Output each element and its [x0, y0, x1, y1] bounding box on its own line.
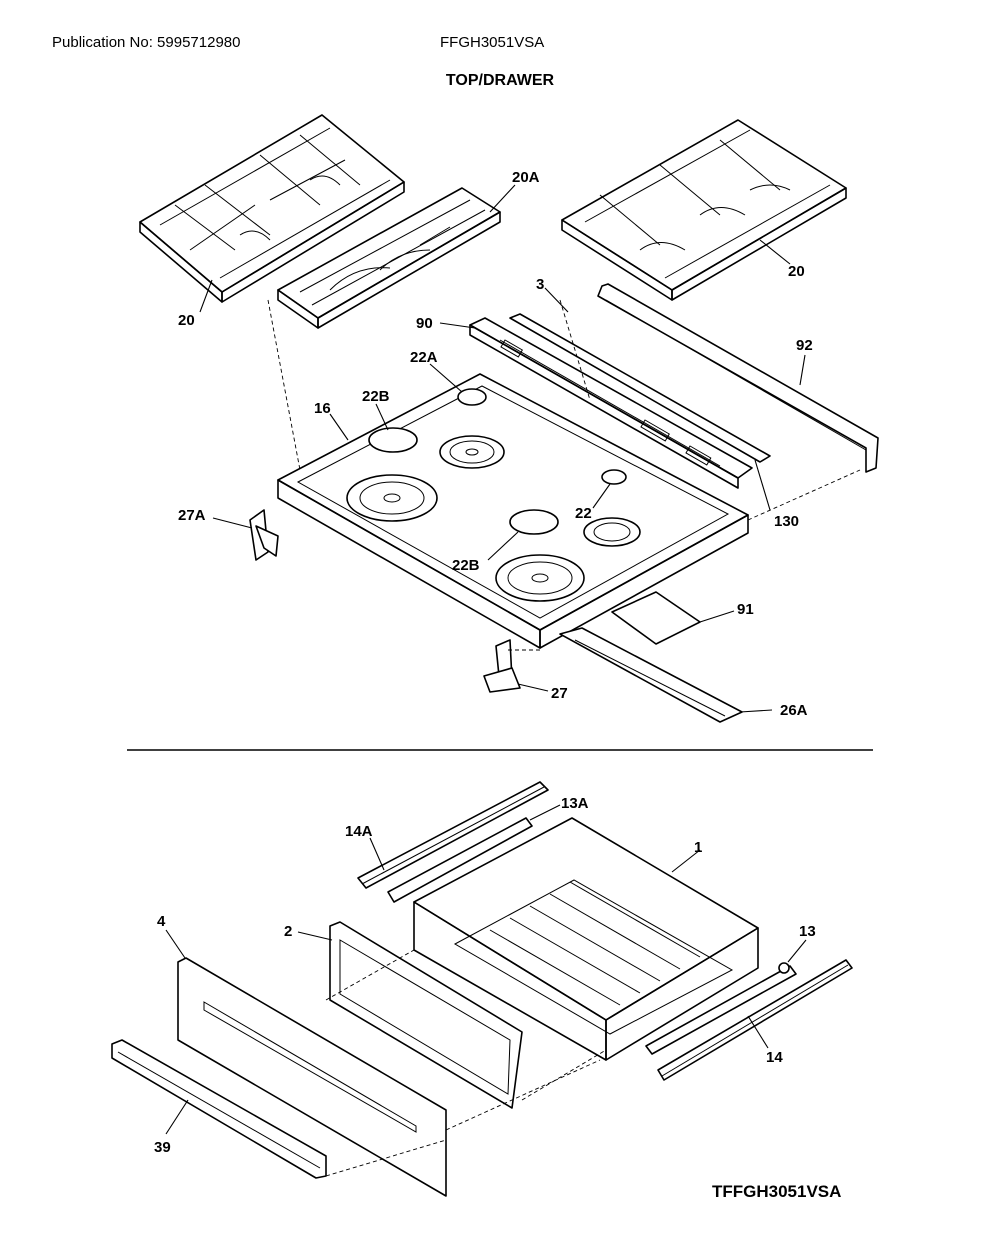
- callout-22b-top: 22B: [362, 388, 390, 405]
- grate-center: [277, 187, 501, 329]
- drawer-inner-panel: [329, 921, 523, 1109]
- callout-3: 3: [536, 276, 544, 293]
- callout-20-left: 20: [178, 312, 195, 329]
- grate-right: [561, 119, 847, 301]
- callout-16: 16: [314, 400, 331, 417]
- publication-number: Publication No: 5995712980: [52, 34, 241, 51]
- callout-26a: 26A: [780, 702, 808, 719]
- callout-22b-bottom: 22B: [452, 557, 480, 574]
- heat-shield: [611, 591, 701, 645]
- rear-trim: [597, 283, 879, 473]
- cooktop-main-top: [277, 373, 749, 649]
- callout-14a: 14A: [345, 823, 373, 840]
- drawer-front: [177, 957, 447, 1197]
- drawer-body: [413, 817, 759, 1061]
- drawer-rail-left: [357, 781, 549, 889]
- callout-27a: 27A: [178, 507, 206, 524]
- drawer-rail-right: [657, 959, 853, 1081]
- callout-13: 13: [799, 923, 816, 940]
- callout-14: 14: [766, 1049, 783, 1066]
- callout-4: 4: [157, 913, 166, 930]
- callout-20a: 20A: [512, 169, 540, 186]
- page-title: TOP/DRAWER: [445, 72, 555, 89]
- drawer-rail-bracket-left: [387, 817, 533, 903]
- bracket-27a: [249, 509, 279, 561]
- model-number: FFGH3051VSA: [440, 34, 545, 51]
- callout-90: 90: [416, 315, 433, 332]
- callout-39: 39: [154, 1139, 171, 1156]
- bracket-27: [483, 639, 521, 693]
- drawer-rail-right-bracket: [645, 962, 797, 1055]
- callout-91: 91: [737, 601, 754, 618]
- callout-27: 27: [551, 685, 568, 702]
- callout-22a: 22A: [410, 349, 438, 366]
- callout-130: 130: [774, 513, 799, 530]
- grate-left: [139, 114, 405, 303]
- callout-13a: 13A: [561, 795, 589, 812]
- diagram-code: TFFGH3051VSA: [712, 1182, 842, 1201]
- callout-92: 92: [796, 337, 813, 354]
- callout-22: 22: [575, 505, 592, 522]
- manifold-panel: [469, 313, 771, 489]
- lower-channel: [559, 627, 743, 723]
- callout-2: 2: [284, 923, 292, 940]
- callout-20-right: 20: [788, 263, 805, 280]
- callout-1: 1: [694, 839, 702, 856]
